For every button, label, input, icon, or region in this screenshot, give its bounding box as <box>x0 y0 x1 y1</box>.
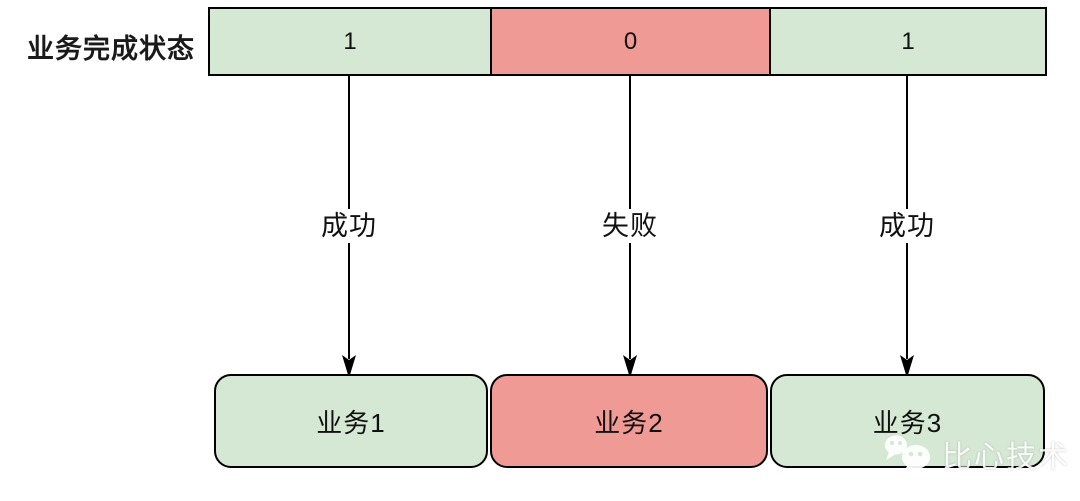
arrow-label-3: 成功 <box>847 204 967 243</box>
task-box-2: 业务2 <box>490 374 768 468</box>
arrow-label-2: 失败 <box>570 204 690 243</box>
status-segment-3: 1 <box>769 7 1047 76</box>
status-segment-2: 0 <box>490 7 771 76</box>
task-box-1: 业务1 <box>214 374 488 468</box>
task-box-3: 业务3 <box>770 374 1045 468</box>
status-segment-3-value: 1 <box>901 27 915 55</box>
task-box-2-label: 业务2 <box>594 407 664 438</box>
status-segment-2-value: 0 <box>623 27 638 55</box>
status-row-label: 业务完成状态 <box>27 34 195 64</box>
task-box-1-label: 业务1 <box>316 407 386 438</box>
arrow-label-1-text: 成功 <box>318 209 380 243</box>
status-segment-1-value: 1 <box>343 27 357 55</box>
status-bar: 1 0 1 <box>208 7 1047 76</box>
arrow-label-1: 成功 <box>289 204 409 243</box>
arrow-label-2-text: 失败 <box>599 209 661 243</box>
task-box-3-label: 业务3 <box>872 407 943 438</box>
arrow-label-3-text: 成功 <box>876 209 938 243</box>
status-segment-1: 1 <box>208 7 492 76</box>
